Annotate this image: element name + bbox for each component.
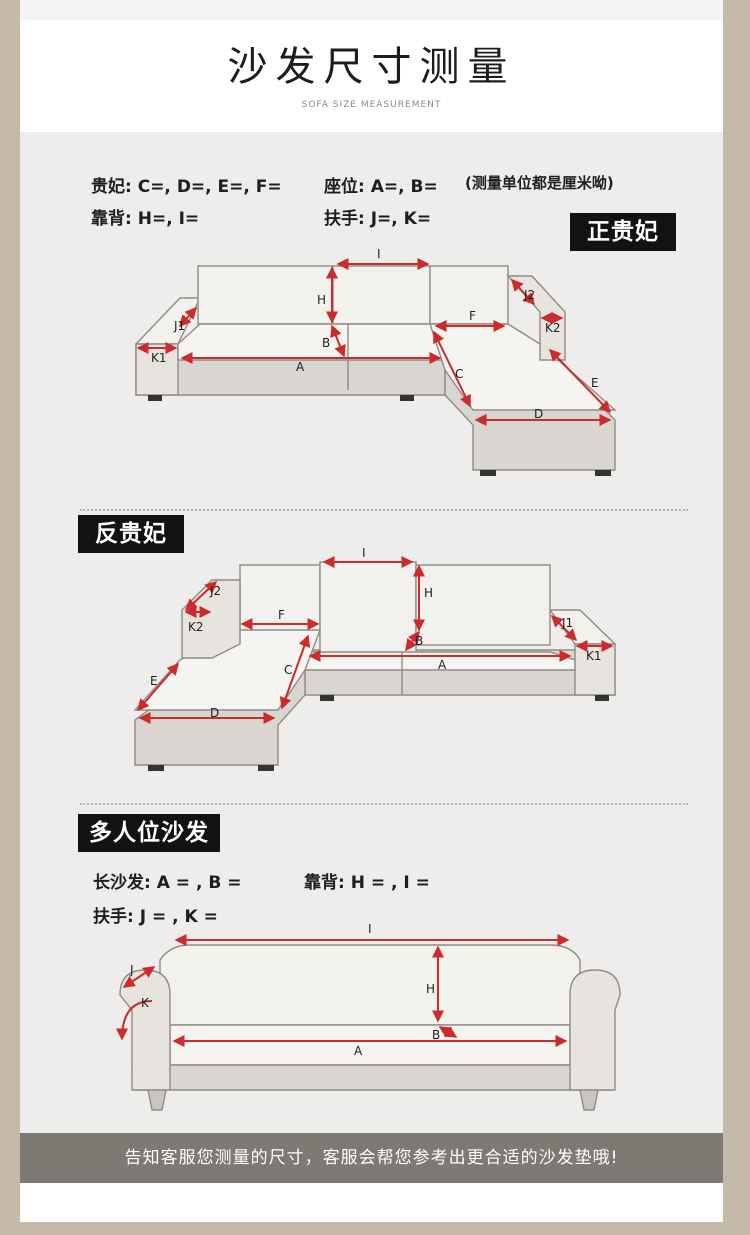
label-A: A [296, 360, 305, 374]
content-panel: 沙发尺寸测量 SOFA SIZE MEASUREMENT 贵妃: C=, D=,… [20, 0, 723, 1222]
label-K2-2: K2 [188, 620, 204, 634]
label-I-2: I [362, 546, 366, 560]
seat-measurements: 座位: A=, B= [324, 177, 438, 197]
armrest-measurements: 扶手: J=, K= [324, 209, 432, 229]
label-K2: K2 [545, 321, 561, 335]
label-I: I [377, 247, 381, 261]
back-measurements: 靠背: H=, I= [91, 209, 200, 229]
label-K1-2: K1 [586, 649, 602, 663]
label-K1: K1 [151, 351, 167, 365]
label-F: F [469, 309, 476, 323]
top-strip [20, 0, 723, 21]
unit-note: (测量单位都是厘米呦) [465, 174, 614, 192]
label-A-2: A [438, 658, 447, 672]
label-H: H [317, 293, 326, 307]
page-title: 沙发尺寸测量 [227, 44, 516, 90]
back-measurements-2: 靠背: H = , I = [304, 873, 430, 893]
footer-base [20, 1183, 723, 1222]
tag-multi-seat: 多人位沙发 [78, 814, 220, 852]
label-C: C [455, 367, 463, 381]
label-D: D [534, 407, 543, 421]
label-I-3: I [368, 922, 372, 936]
label-B-3: B [432, 1028, 440, 1042]
left-chaise-sofa-diagram: I H B A F C D E J2 K2 J1 K1 [133, 546, 617, 771]
right-chaise-sofa-diagram: I H B A J1 K1 F C D E J2 K2 [134, 247, 617, 476]
label-H-3: H [426, 982, 435, 996]
label-E: E [591, 376, 599, 390]
chaise-measurements: 贵妃: C=, D=, E=, F= [91, 177, 282, 197]
divider-2 [80, 803, 688, 805]
label-J-3: J [129, 963, 134, 977]
label-J2-2: J2 [209, 584, 221, 598]
label-K-3: K [141, 996, 150, 1010]
label-E-2: E [150, 674, 158, 688]
label-J1: J1 [173, 319, 185, 333]
multi-seat-sofa-diagram: I H B A J K [116, 922, 621, 1111]
tag-left-chaise: 反贵妃 [78, 515, 184, 553]
label-H-2: H [424, 586, 433, 600]
label-F-2: F [278, 608, 285, 622]
label-D-2: D [210, 706, 219, 720]
tag-right-chaise: 正贵妃 [570, 213, 676, 251]
label-B-2: B [415, 634, 423, 648]
header: 沙发尺寸测量 SOFA SIZE MEASUREMENT [20, 20, 723, 132]
label-C-2: C [284, 663, 292, 677]
divider-1 [80, 509, 688, 511]
label-J2: J2 [523, 288, 535, 302]
label-A-3: A [354, 1044, 363, 1058]
footer-banner: 告知客服您测量的尺寸，客服会帮您参考出更合适的沙发垫哦! [20, 1133, 723, 1183]
label-J1-2: J1 [561, 616, 573, 630]
label-B: B [322, 336, 330, 350]
page-subtitle: SOFA SIZE MEASUREMENT [301, 100, 442, 110]
armrest-measurements-2: 扶手: J = , K = [93, 907, 218, 927]
long-sofa-measurements: 长沙发: A = , B = [93, 873, 242, 893]
